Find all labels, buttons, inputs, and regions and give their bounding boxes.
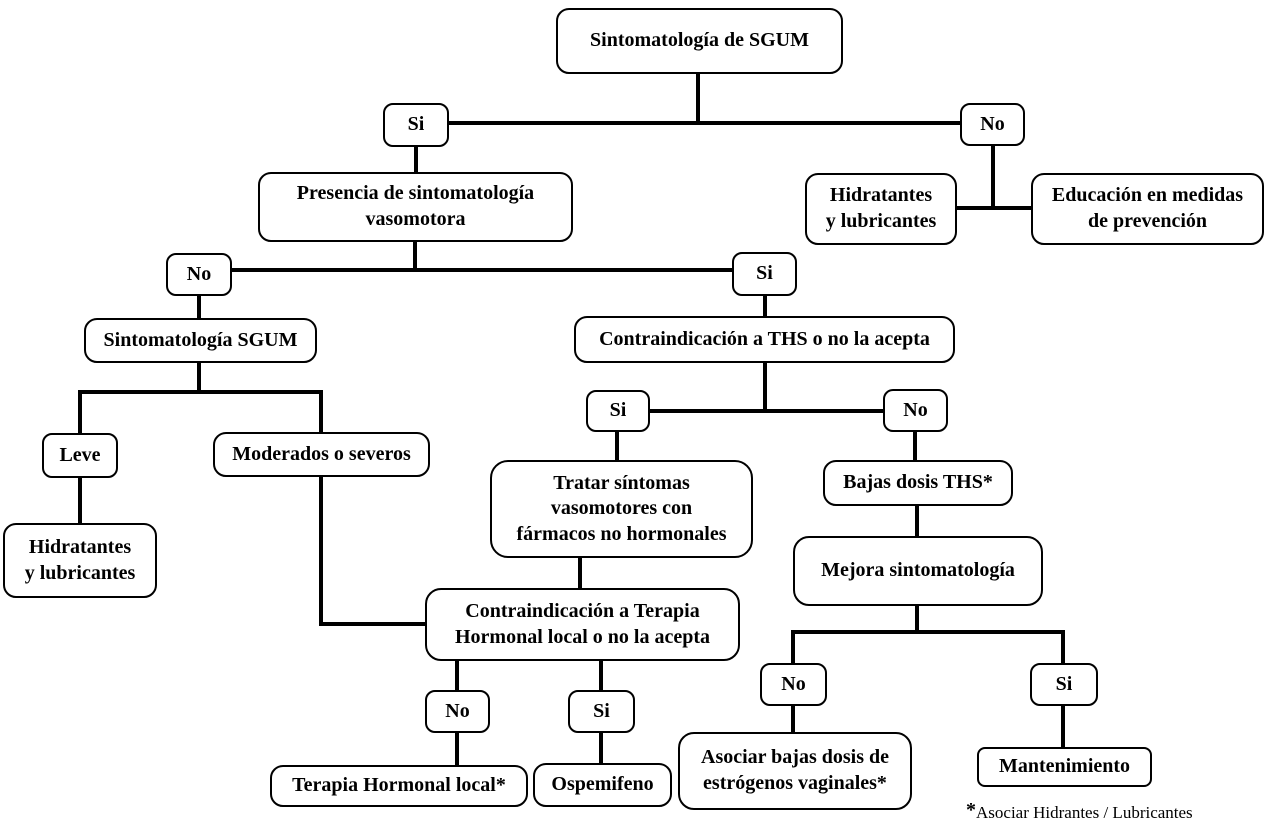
branch-si-th-local: Si [568,690,635,733]
node-contraindicacion-terapia-hormonal-local: Contraindicación a Terapia Hormonal loca… [425,588,740,661]
connector-vasomotora-split [231,268,733,272]
connector-top-split [448,121,962,125]
branch-no-top: No [960,103,1025,146]
node-mantenimiento: Mantenimiento [977,747,1152,787]
branch-no-mejora: No [760,663,827,706]
connector-contra-ths-down [763,362,767,413]
footnote-text: Asociar Hidrantes / Lubricantes [976,803,1193,822]
connector-presencia-down [413,241,417,272]
branch-no-vasomotora: No [166,253,232,296]
node-hidratantes-lubricantes-leve: Hidratantes y lubricantes [3,523,157,598]
connector-mejora-split [791,630,1065,634]
connector-si5-down [1061,705,1065,748]
branch-no-ths: No [883,389,948,432]
connector-to-si5 [1061,630,1065,664]
node-sintomatologia-sgum: Sintomatología SGUM [84,318,317,363]
connector-no5-down [791,705,795,733]
branch-si-mejora: Si [1030,663,1098,706]
connector-si3-down [615,431,619,461]
connector-tratar-down [578,557,582,589]
connector-to-no5 [791,630,795,664]
node-ospemifeno: Ospemifeno [533,763,672,807]
connector-moderados-elbow [319,622,427,626]
connector-to-leve [78,390,82,434]
node-tratar-sintomas-vasomotores: Tratar síntomas vasomotores con fármacos… [490,460,753,558]
connector-no1-down [991,145,995,210]
connector-mejora-down [915,605,919,634]
node-asociar-bajas-dosis-estrogenos: Asociar bajas dosis de estrógenos vagina… [678,732,912,810]
connector-ths-split [649,409,884,413]
connector-bajas-down [915,505,919,537]
connector-no3-down [913,431,917,461]
node-mejora-sintomatologia: Mejora sintomatología [793,536,1043,606]
branch-si-vasomotora: Si [732,252,797,296]
branch-si-top: Si [383,103,449,147]
node-leve: Leve [42,433,118,478]
connector-to-no4 [455,659,459,691]
connector-sgum-split [78,390,323,394]
node-bajas-dosis-ths: Bajas dosis THS* [823,460,1013,506]
branch-no-th-local: No [425,690,490,733]
connector-si1-down [414,146,418,173]
node-contraindicacion-ths: Contraindicación a THS o no la acepta [574,316,955,363]
connector-si4-down [599,732,603,764]
connector-si2-down [763,295,767,317]
connector-no4-down [455,732,459,766]
connector-leve-down [78,477,82,524]
connector-start-down [696,74,700,125]
node-terapia-hormonal-local: Terapia Hormonal local* [270,765,528,807]
footnote: *Asociar Hidrantes / Lubricantes [966,799,1193,823]
connector-moderados-down [319,476,323,626]
connector-sgum-down [197,362,201,394]
node-hidratantes-lubricantes-top: Hidratantes y lubricantes [805,173,957,245]
connector-hidratantes-educacion [956,206,1032,210]
connector-no2-down [197,295,201,319]
connector-to-si4 [599,659,603,691]
node-sintomatologia-de-sgum: Sintomatología de SGUM [556,8,843,74]
node-moderados-o-severos: Moderados o severos [213,432,430,477]
footnote-asterisk: * [966,799,976,821]
node-presencia-sintomatologia-vasomotora: Presencia de sintomatología vasomotora [258,172,573,242]
connector-to-moderados [319,390,323,433]
branch-si-ths: Si [586,390,650,432]
node-educacion-medidas-prevencion: Educación en medidas de prevención [1031,173,1264,245]
